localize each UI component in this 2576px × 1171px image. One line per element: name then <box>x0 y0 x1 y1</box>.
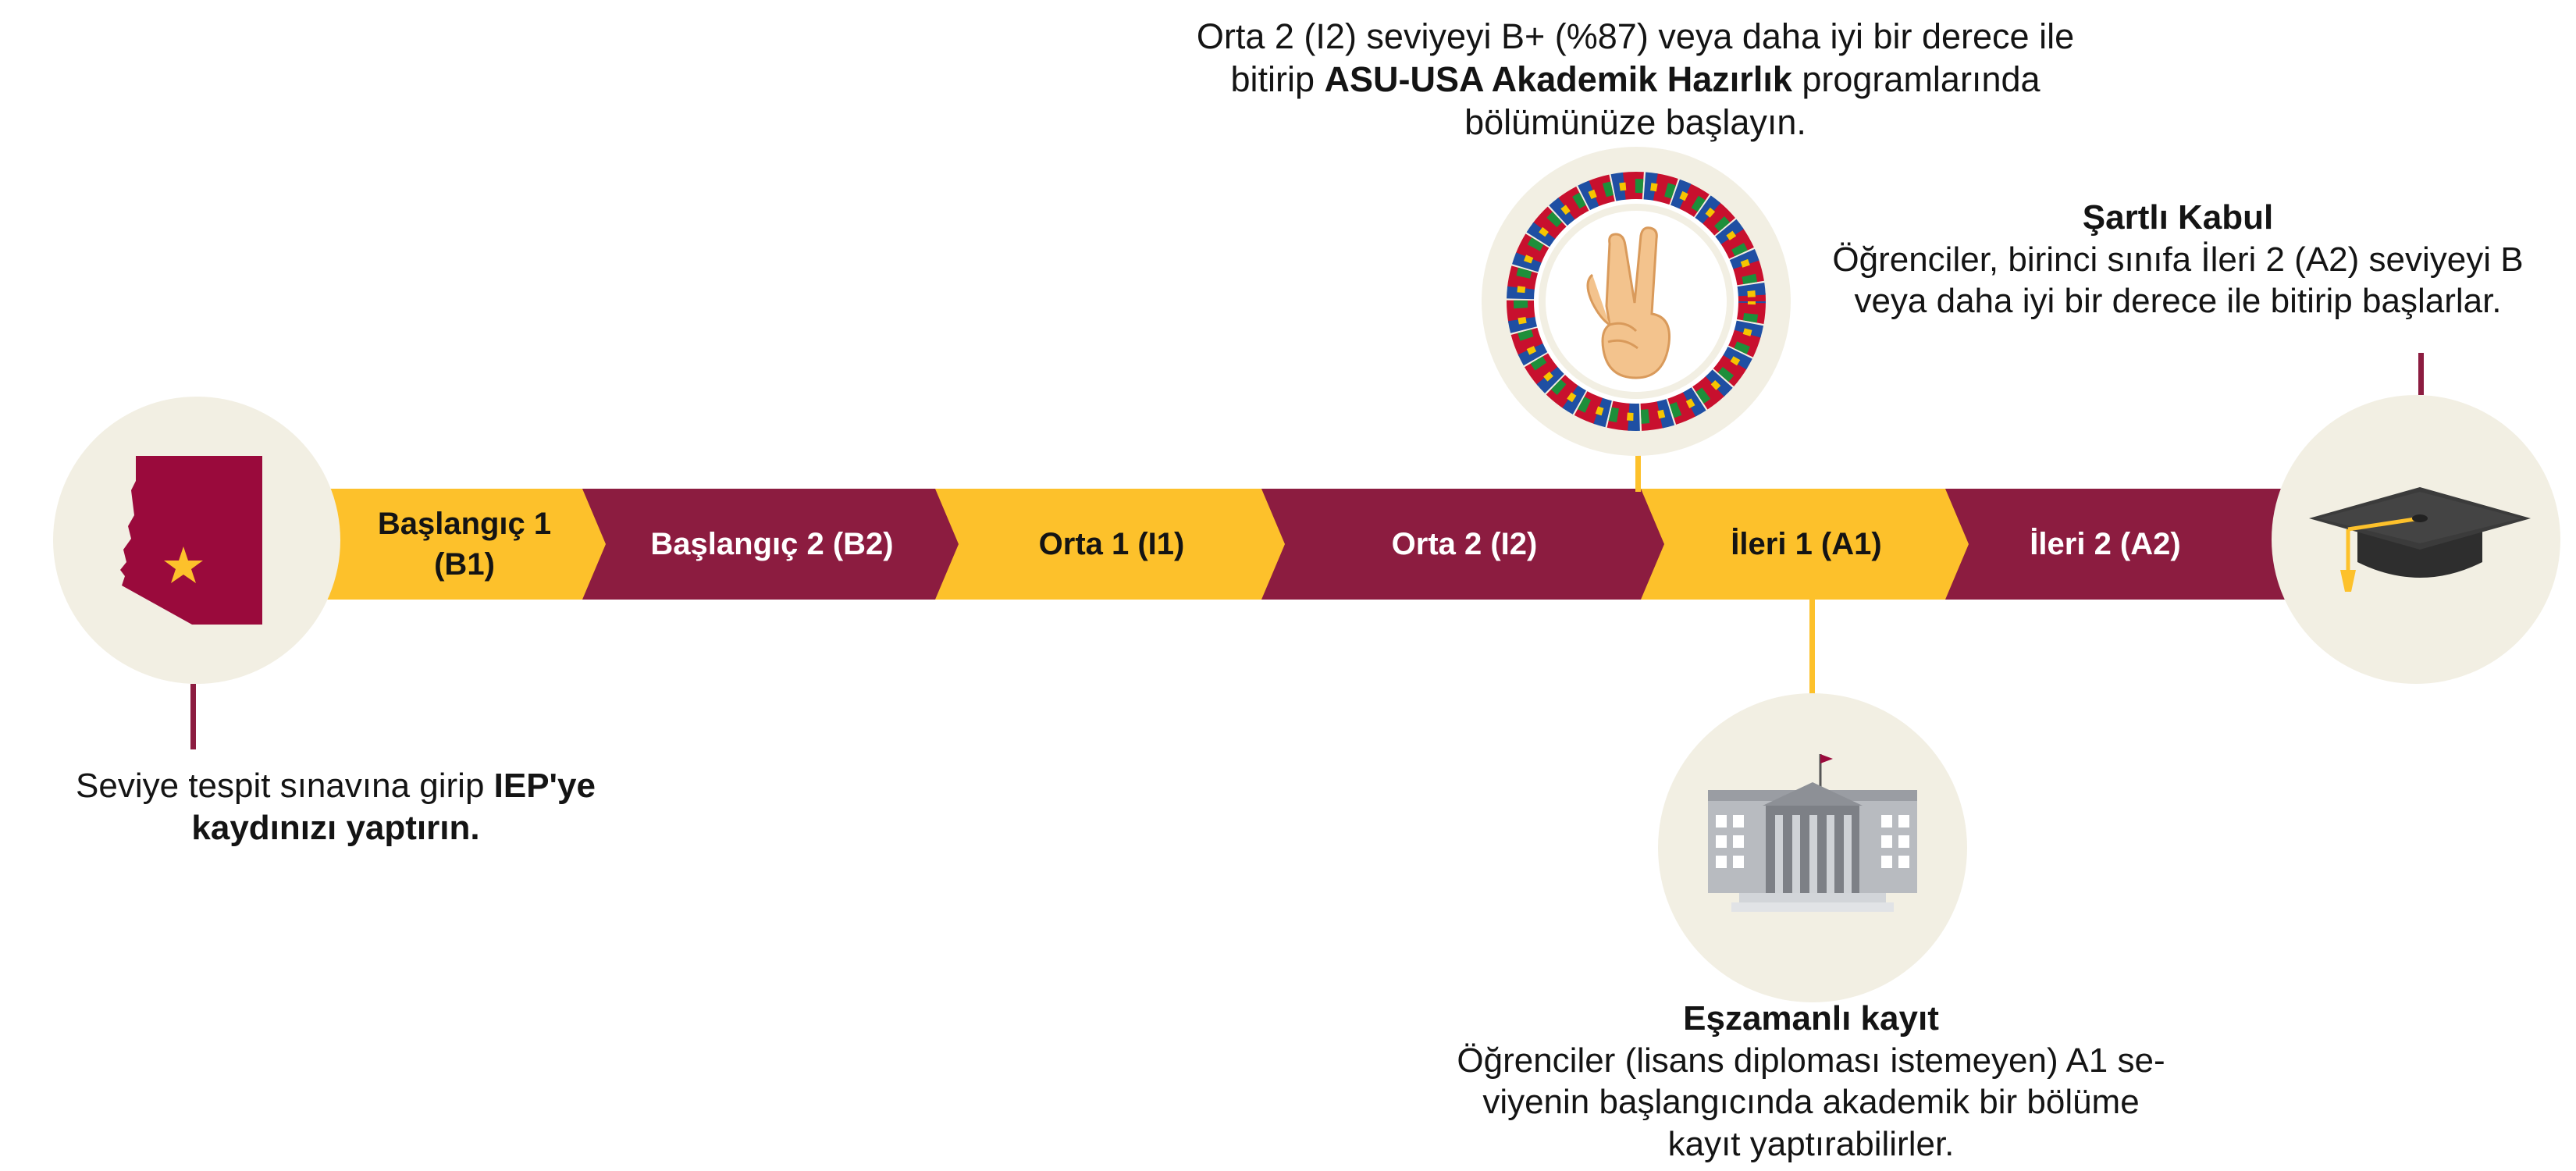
segment-advanced-1: İleri 1 (A1) <box>1641 489 1972 600</box>
graduation-cap-icon <box>2309 487 2531 592</box>
segment-label: Orta 2 (I2) <box>1391 527 1538 561</box>
concurrent-note-line-2: viyenin başlangıcında akademik bir bölüm… <box>1482 1083 2140 1122</box>
segment-intermediate-2: Orta 2 (I2) <box>1261 489 1667 600</box>
accelerated-note-text-2: programlarında <box>1791 59 2041 99</box>
conditional-note-line-2: veya daha iyi bir derece ile bitirip baş… <box>1854 282 2502 321</box>
segment-beginner-1: Başlangıç 1 (B1) <box>312 489 609 600</box>
segment-label: Başlangıç 2 (B2) <box>650 527 894 561</box>
start-note: Seviye tespit sınavına girip IEP'ye kayd… <box>23 765 648 849</box>
conditional-note: Şartlı Kabul Öğrenciler, birinci sınıfa … <box>1795 197 2560 322</box>
segment-beginner-2: Başlangıç 2 (B2) <box>582 489 962 600</box>
accelerated-note-line-3: bölümünüze başlayın. <box>1464 101 1806 142</box>
conditional-connector <box>2418 353 2424 395</box>
start-connector <box>190 684 196 749</box>
start-note-bold: IEP'ye <box>493 767 596 805</box>
conditional-title: Şartlı Kabul <box>2082 198 2274 237</box>
program-name: ASU-USA Akademik Hazırlık <box>1324 59 1792 99</box>
start-note-text: Seviye tespit sınavına girip <box>76 767 494 805</box>
concurrent-title: Eşzamanlı kayıt <box>1683 999 1939 1038</box>
segment-label: İleri 1 (A1) <box>1731 527 1882 561</box>
concurrent-note-line-3: kayıt yaptırabilirler. <box>1667 1125 1955 1164</box>
segment-label: Orta 1 (I1) <box>1038 527 1185 561</box>
arizona-map-icon <box>120 456 262 625</box>
university-building-icon <box>1708 754 1917 912</box>
accelerated-connector <box>1635 453 1641 492</box>
accelerated-note: Orta 2 (I2) seviyeyi B+ (%87) veya daha … <box>1108 16 2162 144</box>
accelerated-note-text: bitirip <box>1230 59 1325 99</box>
segment-label: İleri 2 (A2) <box>2030 527 2181 561</box>
concurrent-connector <box>1809 600 1815 695</box>
segment-advanced-2: İleri 2 (A2) <box>1945 489 2312 600</box>
segment-intermediate-1: Orta 1 (I1) <box>935 489 1288 600</box>
start-note-bold-2: kaydınızı yaptırın. <box>191 808 480 847</box>
segment-label: Başlangıç 1 (B1) <box>377 507 552 582</box>
concurrent-note: Eşzamanlı kayıt Öğrenciler (lisans diplo… <box>1421 998 2201 1166</box>
accelerated-note-line: Orta 2 (I2) seviyeyi B+ (%87) veya daha … <box>1196 16 2075 56</box>
concurrent-note-line: Öğrenciler (lisans diploması istemeyen) … <box>1457 1041 2165 1080</box>
peace-hand-flags-icon <box>1507 172 1766 431</box>
conditional-note-line: Öğrenciler, birinci sınıfa İleri 2 (A2) … <box>1832 240 2524 279</box>
